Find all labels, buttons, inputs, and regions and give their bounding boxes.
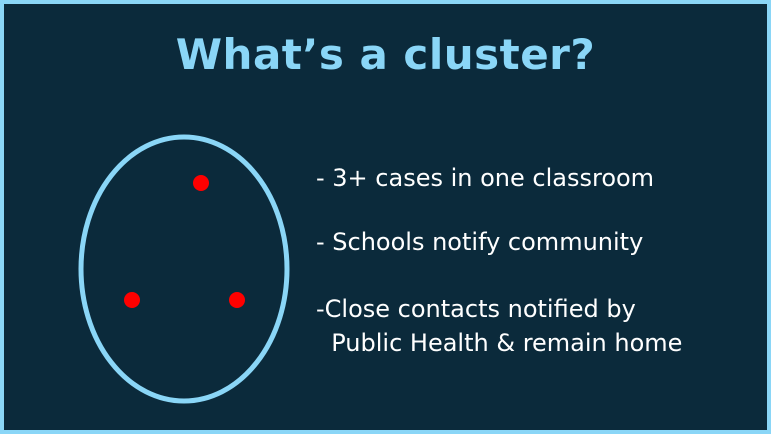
bullet-item: - 3+ cases in one classroom (316, 164, 655, 192)
classroom-ellipse (78, 134, 290, 404)
case-dot (124, 292, 140, 308)
slide (4, 4, 767, 430)
bullet-item: -Close contacts notified by (316, 295, 636, 323)
case-dot (229, 292, 245, 308)
case-dot (193, 175, 209, 191)
bullet-item: Public Health & remain home (316, 329, 683, 357)
bullet-item: - Schools notify community (316, 228, 644, 256)
slide-title: What’s a cluster? (175, 30, 596, 79)
